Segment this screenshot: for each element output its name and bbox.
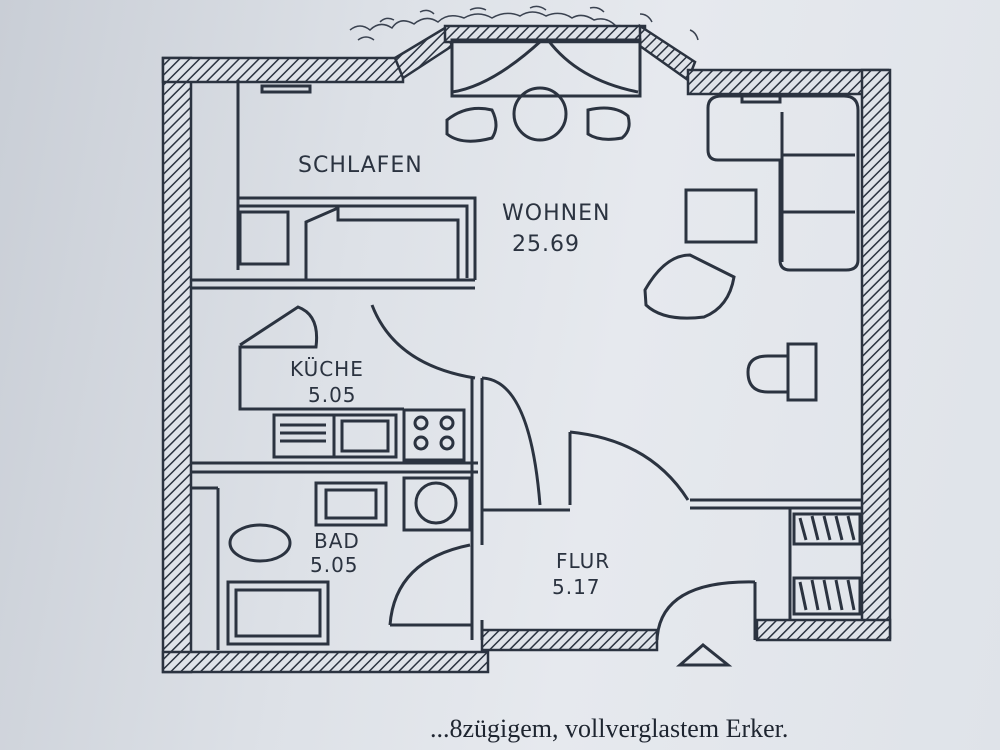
exterior-walls [161,23,892,674]
room-label-kueche: KÜCHE [290,357,364,381]
room-area-wohnen: 25.69 [512,232,580,257]
entrance-door-arc [655,580,756,641]
room-label-flur: FLUR [556,549,610,573]
doors [370,304,757,641]
living-door-arc [481,376,542,506]
bath-door-arc [388,543,471,626]
room-label-schlafen: SCHLAFEN [298,153,423,178]
room-area-kueche: 5.05 [308,383,357,407]
caption-text: ...8zügigem, vollverglastem Erker. [430,714,789,743]
furniture [226,38,862,667]
flur-door-arc [569,430,690,501]
room-area-flur: 5.17 [552,575,601,599]
room-area-bad: 5.05 [310,553,359,577]
room-label-wohnen: WOHNEN [502,201,610,226]
room-label-bad: BAD [314,529,360,553]
kitchen-door-arc [370,304,476,380]
shrubbery [349,5,699,45]
